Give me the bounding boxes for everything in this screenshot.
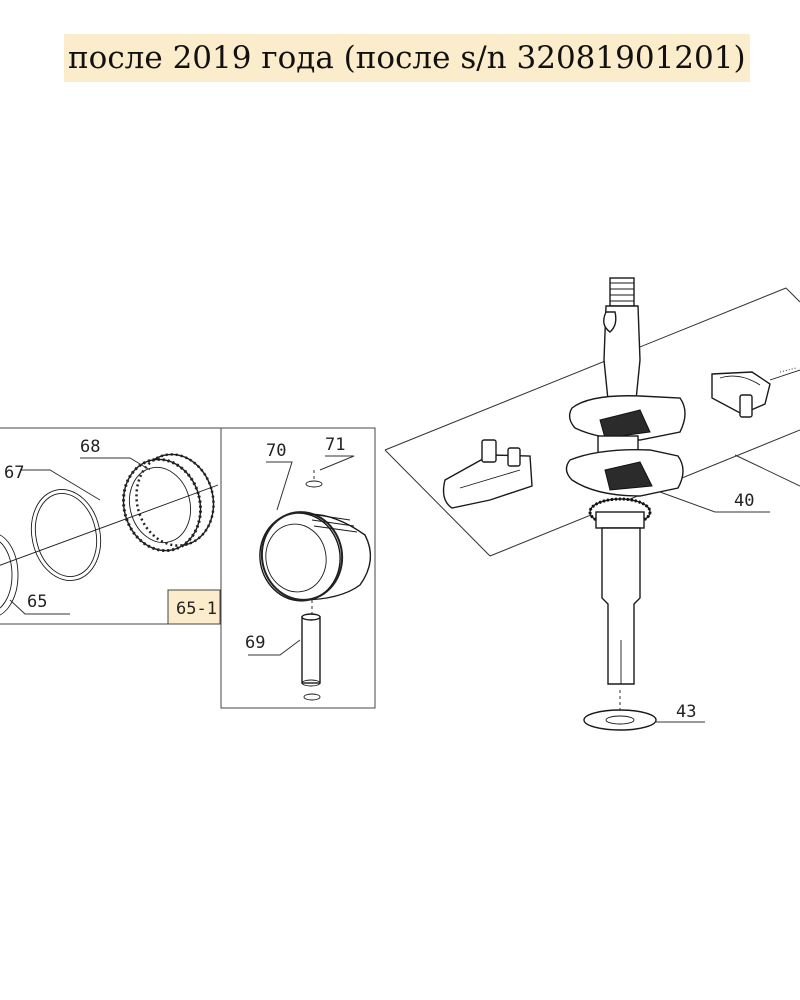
page-title-banner: после 2019 года (после s/n 32081901201)	[64, 34, 750, 82]
crankshaft-40	[565, 277, 686, 685]
leader-40	[659, 491, 770, 513]
label-70: 70	[266, 441, 286, 461]
label-67: 67	[4, 463, 24, 483]
connecting-rod-cap	[442, 439, 533, 509]
piston-group-frame	[220, 427, 376, 709]
label-40: 40	[734, 491, 754, 511]
label-65: 65	[27, 592, 47, 612]
piston-pin-69	[301, 613, 321, 687]
label-43: 43	[676, 702, 696, 722]
label-69: 69	[245, 633, 265, 653]
label-68: 68	[80, 437, 100, 457]
ring-set-68	[121, 453, 215, 553]
piston-70	[259, 511, 372, 602]
leader-68	[80, 457, 151, 471]
page-title: после 2019 года (после s/n 32081901201)	[68, 40, 746, 76]
clip-71-bottom	[303, 693, 321, 701]
ring-67	[30, 489, 102, 581]
label-65-1-highlight	[167, 589, 221, 625]
washer-43	[583, 709, 657, 731]
label-65-1: 65-1	[176, 599, 217, 619]
clip-71-top	[305, 480, 323, 488]
leader-67	[20, 469, 101, 501]
leader-69	[248, 639, 301, 656]
leader-70	[266, 461, 293, 511]
ring-65	[0, 534, 19, 616]
leader-71	[319, 455, 355, 471]
connecting-rod-upper	[711, 371, 771, 418]
leader-65	[9, 599, 70, 615]
label-71: 71	[325, 435, 345, 455]
rings-axis-line	[0, 484, 219, 566]
bolt	[769, 367, 800, 381]
